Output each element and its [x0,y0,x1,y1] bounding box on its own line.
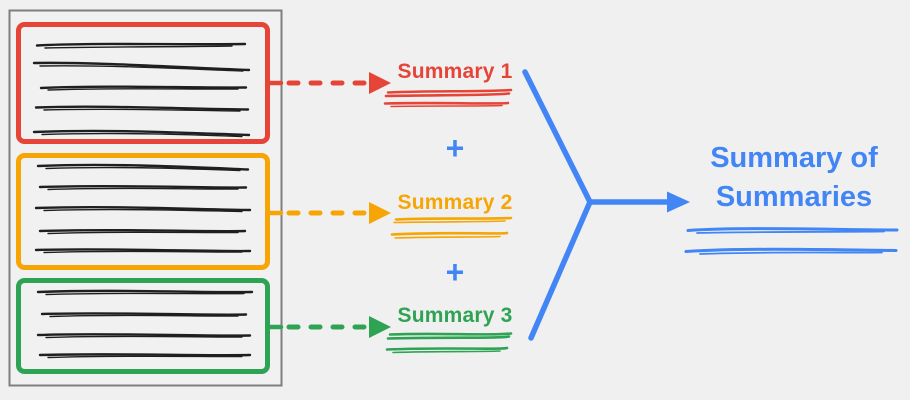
result-title: Summary of Summaries [682,139,906,217]
result-title-line1: Summary of [710,142,878,174]
summary-3-underline [385,332,513,354]
chunk-3-arrowhead-icon [369,316,391,338]
summary-2-underline [390,216,513,239]
chunk-3-text-scribbles [36,289,254,359]
merge-arrowhead-icon [667,191,690,213]
chunk-1-text-scribbles [32,42,251,138]
result-title-line2: Summaries [715,181,873,213]
summary-3-label: Summary 3 [397,304,513,327]
document-outline [8,9,283,387]
plus-operator-bottom: + [445,254,465,290]
merge-lines [522,69,593,341]
merge-arrow [587,191,690,213]
summary-1-underline [383,88,513,108]
chunk-1-arrowhead-icon [369,72,391,94]
result-underline [684,227,899,255]
summary-1-label: Summary 1 [397,60,513,83]
chunk-2-arrowhead-icon [369,202,391,224]
chunk-1-arrow [265,72,391,94]
chunk-2-text-scribbles [34,163,252,254]
chunk-3-arrow [265,316,391,338]
plus-operator-top: + [445,130,465,166]
summary-2-label: Summary 2 [397,191,513,214]
chunk-2-arrow [265,202,391,224]
